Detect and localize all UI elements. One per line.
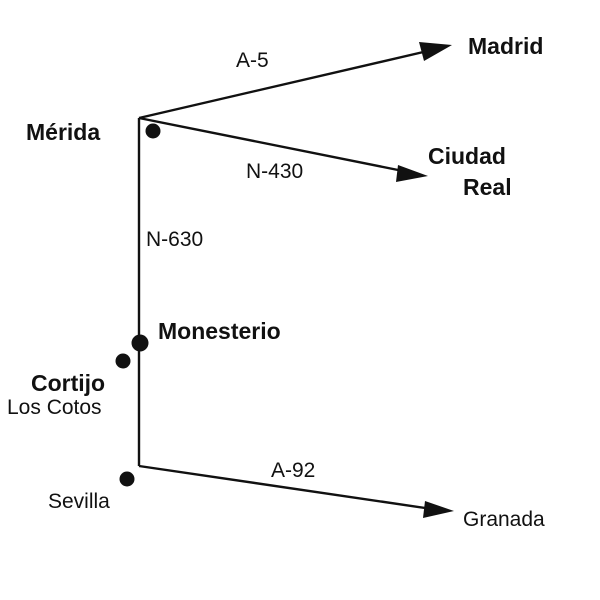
- road-a5-label: A-5: [236, 49, 269, 72]
- granada-label: Granada: [463, 508, 545, 531]
- sevilla-dot: [119, 471, 135, 487]
- road-a92-line: [138, 464, 433, 511]
- road-a5-line: [138, 48, 433, 120]
- monesterio-dot: [131, 334, 149, 352]
- cortijo-label-line2: Los Cotos: [7, 396, 102, 419]
- madrid-label: Madrid: [468, 33, 543, 59]
- ciudad-real-label-line2: Real: [463, 174, 512, 200]
- cortijo-dot: [115, 353, 131, 369]
- road-n630-label: N-630: [146, 228, 203, 251]
- cortijo-label-line1: Cortijo: [31, 370, 105, 396]
- road-a92-label: A-92: [271, 459, 315, 482]
- ciudad-real-label-line1: Ciudad: [428, 143, 506, 169]
- sevilla-label: Sevilla: [48, 490, 110, 513]
- merida-dot: [145, 123, 161, 139]
- monesterio-label: Monesterio: [158, 318, 281, 344]
- road-n430-label: N-430: [246, 160, 303, 183]
- road-n430-line: [138, 116, 409, 174]
- arrow-madrid-icon: [419, 42, 452, 61]
- arrow-ciudad-real-icon: [396, 165, 428, 182]
- merida-label: Mérida: [26, 119, 100, 145]
- arrow-granada-icon: [423, 501, 454, 518]
